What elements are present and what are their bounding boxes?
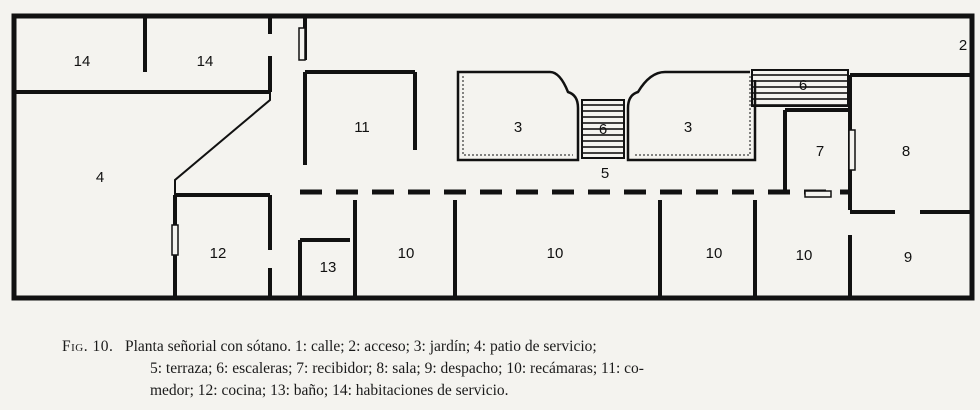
- garden-outlines: [456, 70, 757, 162]
- room-2-label: 2: [959, 37, 967, 54]
- caption-text-1: Planta señorial con sótano. 1: calle; 2:…: [124, 338, 597, 355]
- room-14-label: 14: [74, 53, 91, 70]
- windows: [171, 27, 856, 256]
- floor-plan: 14 14 4 11 3 6 3 6 2 7 8 5 12 13 10 10 1…: [11, 13, 975, 301]
- caption-line-3: medor; 12: cocina; 13: baño; 14: habitac…: [150, 382, 509, 399]
- room-9-label: 9: [904, 249, 912, 266]
- room-12-label: 12: [210, 245, 227, 262]
- caption-line-2: 5: terraza; 6: escaleras; 7: recibidor; …: [150, 360, 644, 377]
- figure-number: Fig. 10.: [62, 338, 114, 355]
- room-10-label: 10: [706, 245, 723, 262]
- room-14-label: 14: [197, 53, 214, 70]
- room-10-label: 10: [398, 245, 415, 262]
- outer-walls: [11, 13, 975, 301]
- room-8-label: 8: [902, 143, 910, 160]
- room-5-label: 5: [601, 165, 609, 182]
- figure-caption: Fig. 10. Planta señorial con sótano. 1: …: [62, 336, 922, 402]
- room-13-label: 13: [320, 259, 337, 276]
- room-3-label: 3: [684, 119, 692, 136]
- interior-walls: [14, 16, 972, 298]
- room-6-label: 6: [799, 77, 807, 94]
- caption-line-1: Fig. 10. Planta señorial con sótano. 1: …: [62, 336, 922, 358]
- room-7-label: 7: [816, 143, 824, 160]
- room-10-label: 10: [547, 245, 564, 262]
- room-labels: 14 14 4 11 3 6 3 6 2 7 8 5 12 13 10 10 1…: [74, 37, 968, 276]
- stairs: [581, 69, 849, 159]
- room-10-label: 10: [796, 247, 813, 264]
- room-6-label: 6: [599, 121, 607, 138]
- room-3-label: 3: [514, 119, 522, 136]
- room-4-label: 4: [96, 169, 104, 186]
- room-11-label: 11: [354, 119, 370, 136]
